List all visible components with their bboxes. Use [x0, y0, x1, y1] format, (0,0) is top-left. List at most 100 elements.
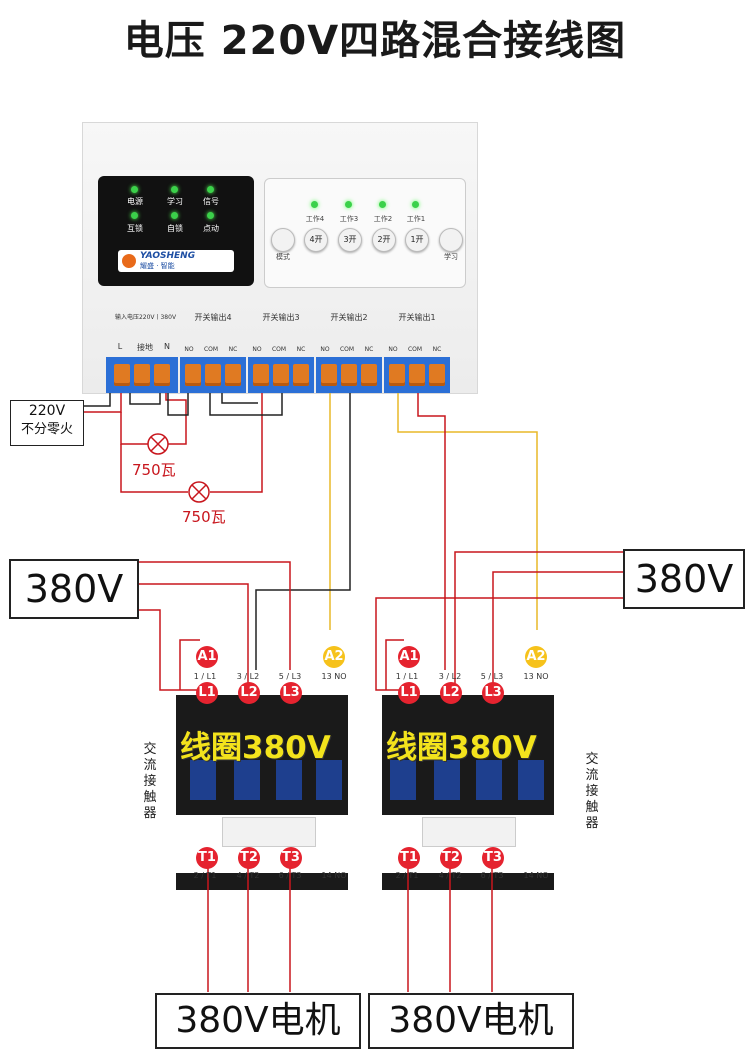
output-4-terminal-block	[180, 357, 246, 393]
term-caption: 1 / L1	[395, 672, 419, 681]
bridge-wire	[167, 393, 283, 416]
term-caption: 13 NO	[523, 672, 549, 681]
terminal-t3: T3	[280, 847, 302, 869]
term-caption: 2 / T1	[395, 871, 419, 880]
logo-text: YAOSHENG	[140, 251, 196, 261]
terminal-t1: T1	[196, 847, 218, 869]
output-term-label: COM	[339, 346, 355, 353]
led-label: 学习	[167, 197, 183, 206]
terminal-t2: T2	[440, 847, 462, 869]
led-label: 互锁	[127, 224, 143, 233]
coil-label-left: 线圈380V	[180, 730, 331, 766]
supply380-wire	[136, 561, 291, 670]
terminal-screw[interactable]	[341, 364, 357, 386]
led-icon	[311, 201, 318, 208]
switch-2-button[interactable]: 2开	[372, 228, 396, 252]
terminal-screw[interactable]	[293, 364, 309, 386]
output-2-label: 开关输出2	[330, 313, 368, 322]
term-caption: 14 NO	[321, 871, 347, 880]
work-label: 工作4	[305, 215, 325, 223]
terminal-screw[interactable]	[409, 364, 425, 386]
voltage-380v-box-right: 380V	[623, 549, 745, 609]
terminal-screw[interactable]	[114, 364, 130, 386]
terminal-l1: L1	[398, 682, 420, 704]
logo-icon	[122, 254, 136, 268]
output-3-label: 开关输出3	[262, 313, 300, 322]
terminal-screw[interactable]	[154, 364, 170, 386]
motor-box-right: 380V电机	[368, 993, 574, 1049]
voltage-380v-box-left: 380V	[9, 559, 139, 619]
contactor-side-label: 交流接触器	[143, 742, 157, 821]
terminal-screw[interactable]	[225, 364, 241, 386]
term-caption: 2 / T1	[193, 871, 217, 880]
switch-3-button[interactable]: 3开	[338, 228, 362, 252]
learn-label: 学习	[444, 253, 458, 261]
term-caption: 5 / L3	[278, 672, 302, 681]
terminal-screw[interactable]	[429, 364, 445, 386]
learn-button[interactable]	[439, 228, 463, 252]
led-icon	[131, 212, 138, 219]
output-term-label: COM	[271, 346, 287, 353]
output-term-label: NC	[228, 346, 238, 353]
led-icon	[207, 186, 214, 193]
contactor-label-plate	[422, 817, 516, 847]
motor-wire	[207, 868, 291, 992]
terminal-screw[interactable]	[205, 364, 221, 386]
contactor-window	[390, 760, 416, 800]
term-caption: 6 / T3	[480, 871, 504, 880]
lamp2-wire	[120, 444, 188, 493]
input-term-label: 接地	[137, 343, 153, 352]
work-label: 工作1	[406, 215, 426, 223]
output-term-label: NO	[252, 346, 262, 353]
terminal-t3: T3	[482, 847, 504, 869]
output-term-label: NC	[364, 346, 374, 353]
term-caption: 4 / T2	[236, 871, 260, 880]
terminal-a1: A1	[196, 646, 218, 668]
lamp1-wire	[120, 412, 148, 445]
contactor-side-label: 交流接触器	[585, 752, 599, 831]
supply380-wire	[454, 551, 624, 690]
terminal-t2: T2	[238, 847, 260, 869]
led-icon	[345, 201, 352, 208]
terminal-screw[interactable]	[361, 364, 377, 386]
neutral-wire	[129, 393, 161, 405]
input-term-label: L	[117, 342, 123, 351]
contactor-window	[316, 760, 342, 800]
supply-220v-box: 220V 不分零火	[10, 400, 84, 446]
switch-4-button[interactable]: 4开	[304, 228, 328, 252]
motor-box-left: 380V电机	[155, 993, 361, 1049]
term-caption: 6 / T3	[278, 871, 302, 880]
term-caption: 3 / L2	[236, 672, 260, 681]
brand-logo: YAOSHENG 耀盛 · 智能	[118, 250, 234, 272]
output-term-label: NC	[432, 346, 442, 353]
supply380-wire	[385, 639, 404, 690]
contactor-base	[382, 873, 554, 890]
work-label: 工作2	[373, 215, 393, 223]
terminal-a2: A2	[323, 646, 345, 668]
supply380-wire	[136, 609, 206, 691]
terminal-screw[interactable]	[185, 364, 201, 386]
coil-wire	[397, 393, 538, 630]
led-icon	[131, 186, 138, 193]
supply-note: 不分零火	[20, 422, 73, 437]
terminal-screw[interactable]	[389, 364, 405, 386]
terminal-screw[interactable]	[253, 364, 269, 386]
coil-label-right: 线圈380V	[386, 730, 537, 766]
contactor-window	[190, 760, 216, 800]
output-2-terminal-block	[316, 357, 382, 393]
output-term-label: NC	[296, 346, 306, 353]
contactor-base	[176, 873, 348, 890]
output-3-terminal-block	[248, 357, 314, 393]
input-term-label: N	[164, 342, 170, 351]
supply380-wire	[492, 571, 624, 690]
input-terminal-block	[106, 357, 178, 393]
supply-wire	[82, 393, 111, 407]
motor-wire	[407, 868, 493, 992]
mode-button[interactable]	[271, 228, 295, 252]
switch-1-button[interactable]: 1开	[405, 228, 429, 252]
terminal-screw[interactable]	[273, 364, 289, 386]
terminal-screw[interactable]	[321, 364, 337, 386]
output-term-label: COM	[407, 346, 423, 353]
terminal-screw[interactable]	[134, 364, 150, 386]
